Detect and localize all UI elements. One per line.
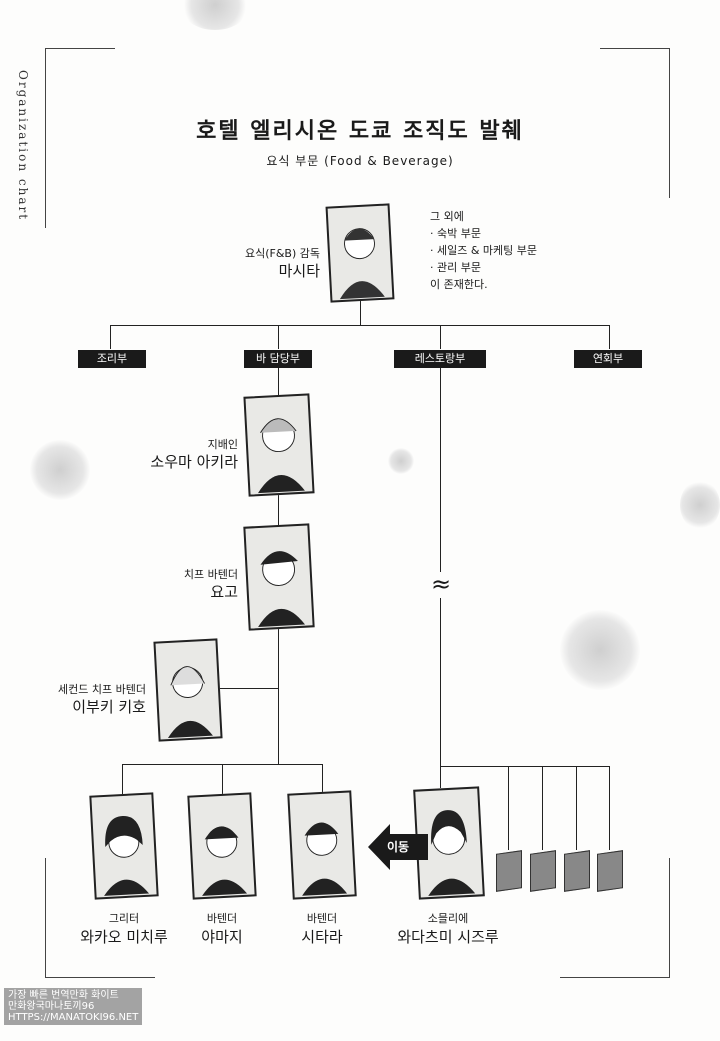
staff-name: 와카오 미치루 xyxy=(80,928,168,946)
other-divisions-note: 그 외에 · 숙박 부문 · 세일즈 & 마케팅 부문 · 관리 부문 이 존재… xyxy=(430,208,537,293)
break-mark: ≈ xyxy=(426,572,456,596)
move-label: 이동 xyxy=(386,840,410,854)
staff-role: 지배인 xyxy=(207,438,238,451)
connector xyxy=(110,325,610,326)
smudge xyxy=(680,480,720,530)
staff-name: 이부키 키호 xyxy=(72,698,146,716)
unnamed-staff-card xyxy=(496,850,522,892)
staff-name: 야마지 xyxy=(201,928,243,946)
frame-bottom-right-v xyxy=(669,858,670,978)
connector xyxy=(122,764,123,794)
portrait-yogo xyxy=(243,523,315,631)
note-intro: 그 외에 xyxy=(430,210,464,223)
note-item: · 숙박 부문 xyxy=(430,227,481,240)
connector xyxy=(440,368,441,576)
unnamed-staff-card xyxy=(530,850,556,892)
staff-name: 소우마 아키라 xyxy=(150,453,238,471)
staff-role: 바텐더 xyxy=(306,912,338,925)
staff-name: 시타라 xyxy=(301,928,343,946)
smudge xyxy=(560,610,640,690)
staff-role: 그리터 xyxy=(108,912,140,925)
unnamed-staff-card xyxy=(564,850,590,892)
frame-bottom-left-v xyxy=(45,858,46,978)
connector xyxy=(360,300,361,326)
staff-role: 소믈리에 xyxy=(427,912,469,925)
page-title: 호텔 엘리시온 도쿄 조직도 발췌 xyxy=(196,119,524,144)
portrait-yamaji xyxy=(187,792,257,900)
watermark-line: 만화왕국마나토끼96 xyxy=(8,1001,95,1012)
connector xyxy=(609,325,610,349)
move-arrow-icon xyxy=(368,824,428,870)
staff-role: 치프 바텐더 xyxy=(183,568,238,581)
connector xyxy=(609,766,610,850)
staff-role: 바텐더 xyxy=(206,912,238,925)
smudge xyxy=(180,0,250,30)
connector xyxy=(440,325,441,349)
portrait-souma xyxy=(243,393,315,497)
unnamed-staff-card xyxy=(597,850,623,892)
connector xyxy=(542,766,543,850)
frame-top-left-v xyxy=(45,48,46,228)
staff-name: 와다츠미 시즈루 xyxy=(397,928,499,946)
portrait-mashita xyxy=(325,203,395,303)
frame-top-right-h xyxy=(600,48,670,49)
staff-name: 요고 xyxy=(210,583,238,601)
connector xyxy=(220,688,278,689)
head-role: 요식(F&B) 감독 xyxy=(244,247,320,260)
portrait-ibuki xyxy=(153,638,223,742)
watermark-line: HTTPS://MANATOKI96.NET xyxy=(8,1012,139,1023)
dept-restaurant: 레스토랑부 xyxy=(394,350,486,368)
connector xyxy=(222,764,223,794)
watermark: 가장 빠른 번역만화 화이트 만화왕국마나토끼96 HTTPS://MANATO… xyxy=(4,988,143,1025)
smudge xyxy=(30,440,90,500)
dept-banquet: 연회부 xyxy=(574,350,642,368)
connector xyxy=(576,766,577,850)
staff-role: 세컨드 치프 바텐더 xyxy=(58,683,146,696)
page-subtitle: 요식 부문 (Food & Beverage) xyxy=(266,154,454,168)
frame-bottom-right-h xyxy=(560,977,670,978)
portrait-watatsumi xyxy=(413,786,485,900)
dept-bar: 바 담당부 xyxy=(244,350,312,368)
note-item: · 관리 부문 xyxy=(430,261,481,274)
portrait-wakao xyxy=(89,792,159,900)
connector xyxy=(440,766,610,767)
note-item: · 세일즈 & 마케팅 부문 xyxy=(430,244,538,257)
note-outro: 이 존재한다. xyxy=(430,278,488,291)
side-label: Organization chart xyxy=(16,70,30,222)
connector xyxy=(278,325,279,349)
dept-kitchen: 조리부 xyxy=(78,350,146,368)
portrait-shitara xyxy=(287,790,357,900)
frame-bottom-left-h xyxy=(45,977,155,978)
head-name: 마시타 xyxy=(278,262,320,280)
connector xyxy=(322,764,323,794)
frame-top-left-h xyxy=(45,48,115,49)
frame-top-right-v xyxy=(669,48,670,198)
watermark-line: 가장 빠른 번역만화 화이트 xyxy=(8,990,119,1001)
connector xyxy=(440,598,441,788)
smudge xyxy=(388,448,414,474)
connector xyxy=(110,325,111,349)
connector xyxy=(508,766,509,850)
